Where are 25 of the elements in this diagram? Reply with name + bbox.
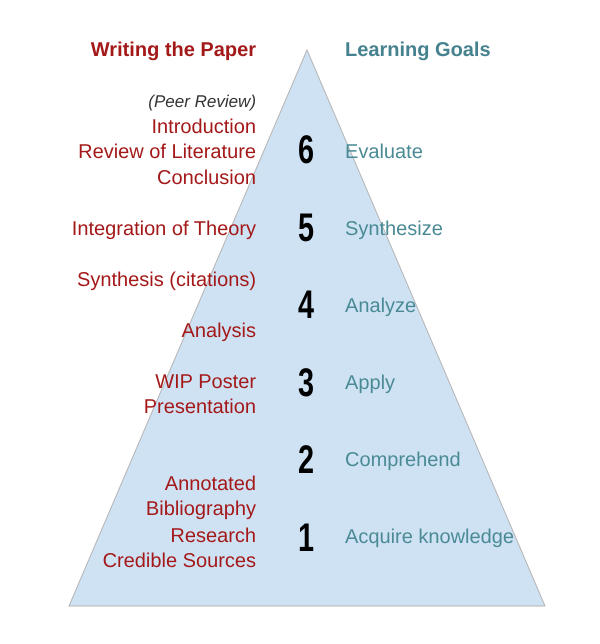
- level-number: 1: [298, 518, 314, 558]
- note-text: (Peer Review): [148, 90, 256, 112]
- writing-task-text: Integration of Theory: [72, 216, 256, 242]
- level-number: 4: [298, 285, 314, 325]
- learning-goal-text: Acquire knowledge: [345, 524, 514, 550]
- writing-task-text: Synthesis (citations): [77, 268, 256, 292]
- learning-goal-text: Apply: [345, 370, 396, 396]
- writing-task-text: Annotated Bibliography: [144, 472, 256, 522]
- learning-goal-text: Analyze: [345, 294, 416, 318]
- learning-goal-text: Synthesize: [345, 216, 443, 242]
- level-number: 3: [298, 363, 314, 403]
- column-heading: Writing the Paper: [90, 38, 256, 62]
- writing-task-text: Research: [170, 524, 256, 548]
- level-number: 2: [298, 440, 314, 480]
- learning-goal-text: Comprehend: [345, 448, 461, 472]
- writing-task-text: Introduction: [151, 114, 256, 140]
- writing-task-text: Credible Sources: [102, 548, 256, 574]
- level-number: 6: [298, 130, 314, 170]
- writing-task-text: Conclusion: [157, 166, 256, 190]
- writing-task-text: Analysis: [182, 318, 256, 344]
- writing-task-text: WIP Poster Presentation: [142, 370, 256, 420]
- writing-task-text: Review of Literature: [78, 140, 256, 164]
- column-heading: Learning Goals: [345, 38, 491, 62]
- learning-goal-text: Evaluate: [345, 140, 423, 164]
- level-number: 5: [298, 208, 314, 248]
